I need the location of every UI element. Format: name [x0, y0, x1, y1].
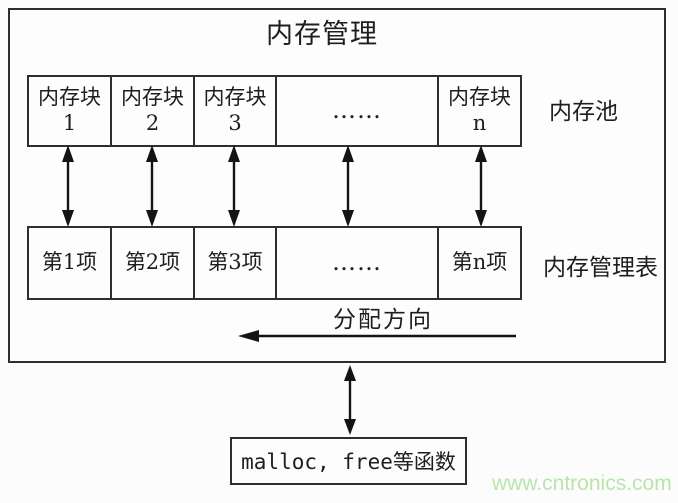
memory-block-cell: 内存块 3	[195, 77, 277, 145]
function-box-label: malloc, free等函数	[241, 450, 456, 474]
memory-block-ellipsis-cell: ……	[277, 77, 439, 145]
table-entry-label: 第1项	[41, 250, 98, 275]
table-entry-cell: 第3项	[195, 228, 277, 298]
table-entry-cell: 第n项	[439, 228, 520, 298]
memory-pool-row: 内存块 1 内存块 2 内存块 3 …… 内存块 n	[27, 75, 522, 147]
ellipsis-label: ……	[332, 96, 382, 125]
table-entry-cell: 第1项	[29, 228, 112, 298]
memory-block-label: 内存块	[38, 85, 101, 110]
memory-block-index: n	[472, 111, 487, 135]
memory-pool-label: 内存池	[549, 99, 618, 125]
memory-block-cell: 内存块 2	[112, 77, 195, 145]
diagram-title: 内存管理	[266, 19, 378, 50]
function-box: malloc, free等函数	[230, 437, 467, 485]
bidirectional-arrow-icon	[475, 145, 487, 227]
memory-block-cell: 内存块 1	[29, 77, 112, 145]
bidirectional-arrow-icon	[228, 145, 240, 227]
memory-block-label: 内存块	[448, 85, 511, 110]
management-table-label: 内存管理表	[543, 255, 658, 281]
table-entry-label: 第2项	[124, 250, 181, 275]
memory-block-index: 2	[145, 111, 160, 135]
bidirectional-arrow-icon	[342, 145, 354, 227]
watermark: www.cntronics.com	[492, 472, 672, 495]
memory-block-label: 内存块	[203, 85, 267, 110]
table-entry-cell: 第2项	[112, 228, 195, 298]
memory-block-index: 3	[228, 111, 242, 135]
bidirectional-arrow-icon	[62, 145, 74, 227]
table-ellipsis-cell: ……	[277, 228, 439, 298]
memory-management-frame	[8, 8, 666, 363]
memory-block-cell: 内存块 n	[439, 77, 520, 145]
allocation-direction-label: 分配方向	[333, 307, 433, 333]
allocation-direction-arrow-icon	[238, 330, 516, 342]
bidirectional-arrow-icon	[146, 145, 158, 227]
memory-block-index: 1	[62, 111, 77, 135]
table-entry-label: 第n项	[451, 250, 508, 275]
function-link-arrow-icon	[344, 365, 356, 435]
memory-block-label: 内存块	[121, 85, 184, 110]
table-entry-label: 第3项	[207, 250, 263, 275]
management-table-row: 第1项 第2项 第3项 …… 第n项	[27, 226, 522, 300]
ellipsis-label: ……	[332, 248, 382, 277]
